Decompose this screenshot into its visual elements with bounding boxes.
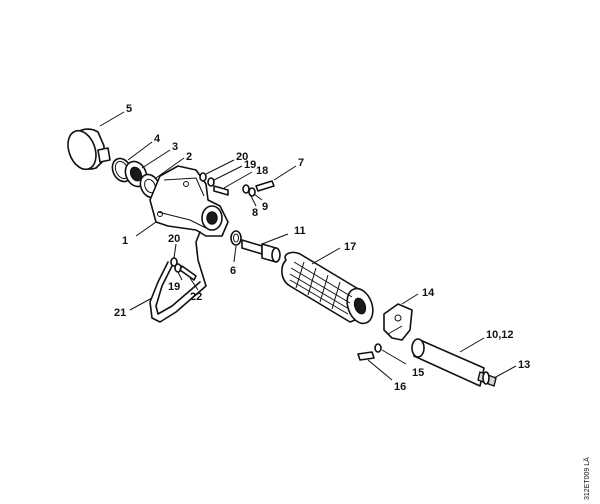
parts-upper-fasteners	[199, 172, 275, 197]
callout-11: 11	[294, 225, 306, 237]
callout-22: 22	[190, 291, 202, 303]
callout-17: 17	[344, 241, 356, 253]
callout-20-lower: 20	[168, 233, 180, 245]
callout-14: 14	[422, 287, 435, 299]
callout-4: 4	[154, 133, 161, 145]
part-11-shaft	[241, 239, 281, 263]
callout-7: 7	[298, 157, 304, 169]
callout-5: 5	[126, 103, 132, 115]
callout-1: 1	[122, 235, 128, 247]
part-1-housing	[149, 165, 229, 237]
part-17-filter	[281, 251, 374, 325]
callout-18: 18	[256, 165, 268, 177]
part-10-12-tube	[411, 338, 497, 387]
part-14-bracket	[383, 303, 413, 341]
leader-lines	[99, 111, 517, 381]
callout-labels: 5 4 3 2 1 20 19 18 7 8 9 6 11 17 14 10,1…	[114, 103, 530, 393]
callout-21: 21	[114, 307, 126, 319]
callout-2: 2	[186, 151, 192, 163]
part-21-strap	[149, 231, 207, 323]
part-5-drum	[67, 128, 111, 171]
callout-19-lower: 19	[168, 281, 180, 293]
callout-15: 15	[412, 367, 424, 379]
callout-8: 8	[252, 207, 258, 219]
part-6-o-ring	[230, 230, 242, 246]
callout-6: 6	[230, 265, 236, 277]
parts-15-16-screw-washer	[357, 343, 382, 361]
callout-20-upper: 20	[236, 151, 248, 163]
callout-19-upper: 19	[244, 159, 256, 171]
callout-3: 3	[172, 141, 178, 153]
callout-13: 13	[518, 359, 530, 371]
callout-16: 16	[394, 381, 406, 393]
callout-9: 9	[262, 201, 268, 213]
drawing-code: 312ET009 LÄ	[584, 457, 591, 500]
callout-10-12: 10,12	[486, 329, 514, 341]
